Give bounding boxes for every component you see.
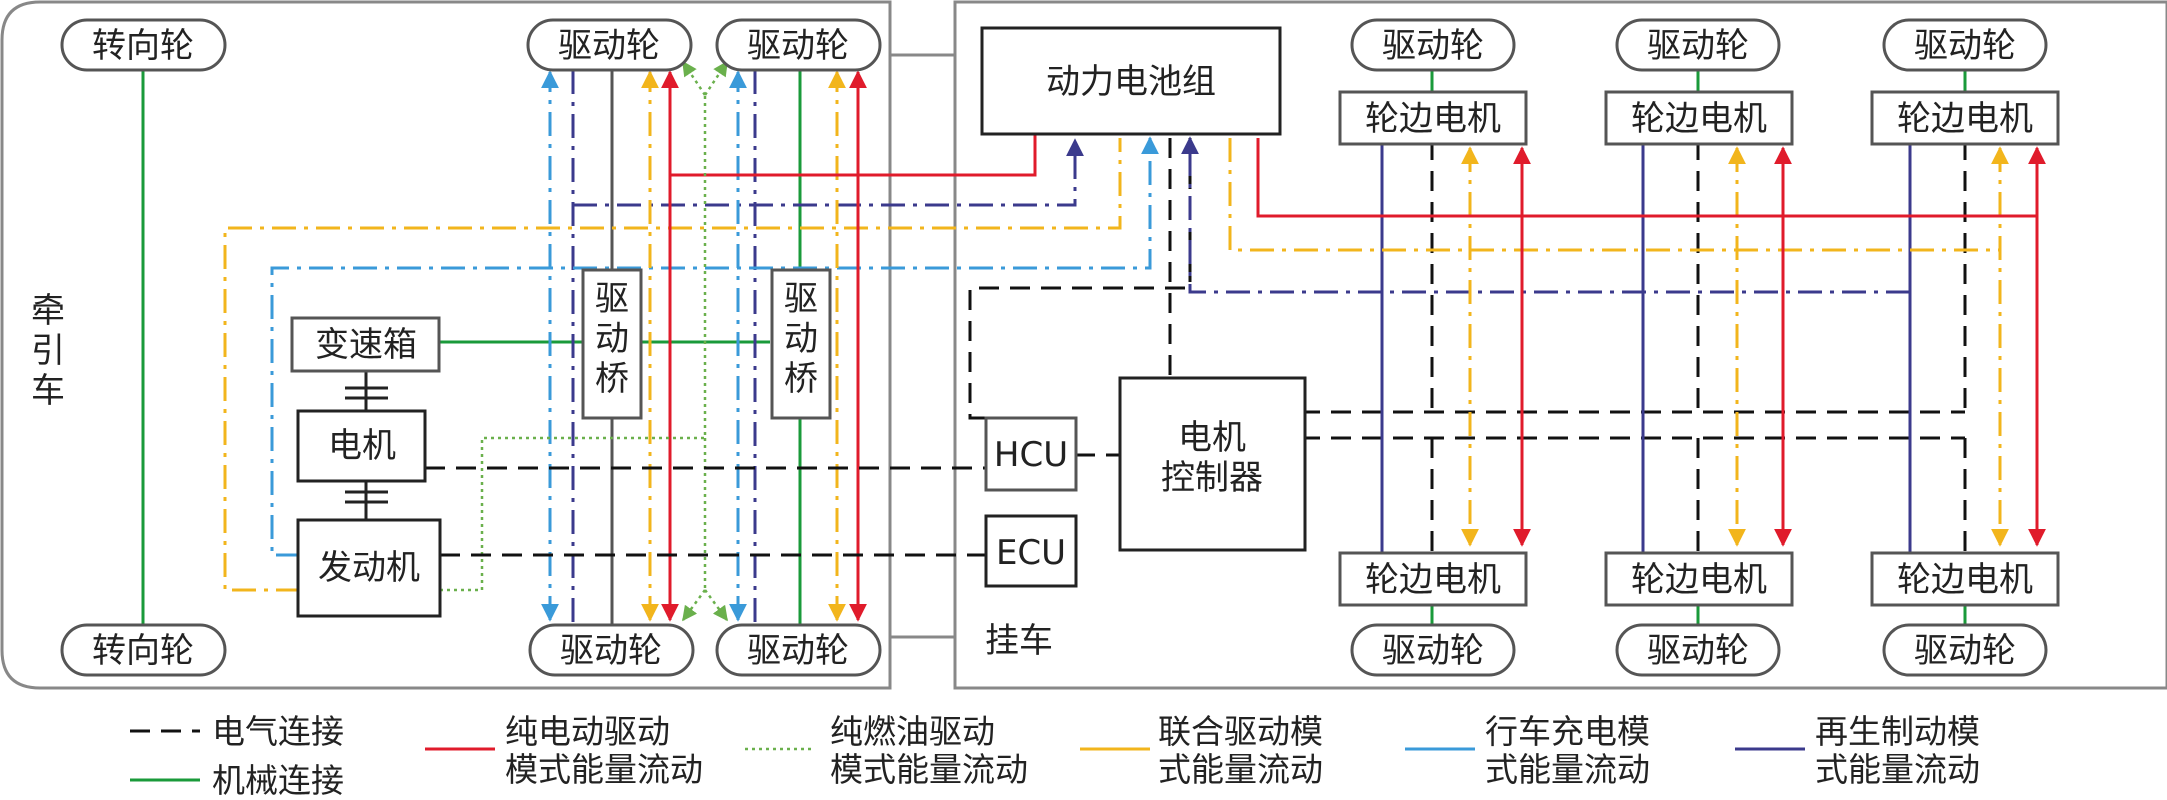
hub-motor-label: 轮边电机	[1365, 99, 1501, 139]
trailer-outline	[953, 0, 2167, 690]
hub-motor-label: 轮边电机	[1365, 560, 1501, 600]
combined-flow-trailer	[1228, 138, 2000, 252]
motor-controller-label: 电机控制器	[1161, 418, 1263, 498]
regen-flow-to-battery	[573, 138, 1084, 207]
drive-wheel-t2-label: 驱动轮	[747, 26, 849, 66]
hub-motor-bottom-1: 轮边电机	[1338, 551, 1528, 607]
hub-motor-top-2: 轮边电机	[1604, 90, 1794, 146]
fuel-flow-arrow	[681, 589, 707, 622]
gearbox-motor-coupling	[345, 370, 388, 410]
combined-flow-engine-battery	[223, 138, 1122, 592]
drive-wheel-label: 驱动轮	[1382, 631, 1484, 671]
trailer-drive-wheel-top-3: 驱动轮	[1882, 18, 2048, 72]
legend-charging-label: 行车充电模式能量流动	[1485, 712, 1650, 789]
ecu-box	[984, 514, 1078, 588]
trailer-drive-wheel-top-2: 驱动轮	[1615, 18, 1781, 72]
tractor-outline	[0, 0, 892, 690]
hub-motor-label: 轮边电机	[1897, 560, 2033, 600]
hub-motor-bottom-2: 轮边电机	[1604, 551, 1794, 607]
tractor-label: 牵引车	[31, 291, 65, 411]
electric-flow-battery	[670, 135, 1037, 177]
hcu-label: HCU	[994, 435, 1068, 475]
legend: 电气连接 机械连接 纯电动驱动模式能量流动 纯燃油驱动模式能量流动 联合驱动模式…	[130, 712, 1980, 800]
drive-wheel-label: 驱动轮	[1914, 26, 2016, 66]
motor-engine-coupling	[345, 480, 388, 520]
trailer-drive-wheel-top-1: 驱动轮	[1350, 18, 1516, 72]
gearbox-label: 变速箱	[315, 325, 417, 365]
legend-pure-fuel-label: 纯燃油驱动模式能量流动	[830, 712, 1028, 789]
motor-controller-box	[1118, 376, 1307, 552]
battery-label: 动力电池组	[1046, 62, 1216, 102]
drive-wheel-b1-label: 驱动轮	[560, 631, 662, 671]
hub-motor-top-1: 轮边电机	[1338, 90, 1528, 146]
drive-axle-2-label: 驱动桥	[784, 279, 818, 399]
electric-flow-trailer	[1256, 138, 2037, 218]
drive-wheel-t1-label: 驱动轮	[558, 26, 660, 66]
battery-hcu-elec	[968, 138, 1192, 420]
trailer-drive-wheel-bottom-1: 驱动轮	[1350, 623, 1516, 677]
drive-wheel-label: 驱动轮	[1914, 631, 2016, 671]
drive-wheel-label: 驱动轮	[1382, 26, 1484, 66]
hub-motor-top-3: 轮边电机	[1870, 90, 2060, 146]
steer-wheel-top-label: 转向轮	[92, 26, 194, 66]
hcu-box	[984, 416, 1078, 492]
drive-wheel-b2	[715, 623, 882, 677]
drive-axle-1-label: 驱动桥	[595, 279, 629, 399]
gearbox-box	[290, 316, 441, 373]
steer-wheel-top	[60, 18, 227, 72]
legend-combined-label: 联合驱动模式能量流动	[1158, 712, 1323, 789]
ecu-label: ECU	[996, 533, 1066, 573]
legend-electric-label: 电气连接	[212, 712, 344, 751]
drive-wheel-b2-label: 驱动轮	[747, 631, 849, 671]
legend-regen-label: 再生制动模式能量流动	[1815, 712, 1980, 789]
engine-label: 发动机	[318, 548, 420, 588]
fuel-flow-arrow	[703, 589, 729, 622]
hub-motor-label: 轮边电机	[1631, 560, 1767, 600]
drive-wheel-t2	[715, 18, 882, 72]
drive-wheel-label: 驱动轮	[1647, 631, 1749, 671]
motor-label: 电机	[328, 426, 396, 466]
drive-axle-1	[581, 268, 643, 420]
engine-box	[296, 518, 442, 618]
trailer-label: 挂车	[985, 621, 1053, 661]
drive-axle-2	[770, 268, 832, 420]
battery-box	[980, 26, 1282, 136]
trailer-drive-wheel-bottom-2: 驱动轮	[1615, 623, 1781, 677]
steer-wheel-bottom-label: 转向轮	[92, 631, 194, 671]
charging-flow-engine-to-battery	[270, 136, 1159, 557]
drive-wheel-t1	[526, 18, 693, 72]
fuel-flow-arrow	[681, 60, 707, 96]
trailer-drive-wheel-bottom-3: 驱动轮	[1882, 623, 2048, 677]
steer-wheel-bottom	[60, 623, 227, 677]
hub-motor-label: 轮边电机	[1631, 99, 1767, 139]
drive-wheel-label: 驱动轮	[1647, 26, 1749, 66]
fuel-flow-arrow	[703, 60, 729, 96]
hub-motor-label: 轮边电机	[1897, 99, 2033, 139]
hub-motor-bottom-3: 轮边电机	[1870, 551, 2060, 607]
regen-flow-trailer	[1181, 136, 1910, 294]
legend-mechanical-label: 机械连接	[212, 761, 344, 800]
motor-box	[296, 409, 427, 483]
legend-pure-electric-label: 纯电动驱动模式能量流动	[505, 712, 703, 789]
drive-wheel-b1	[528, 623, 695, 677]
fuel-flow-engine	[440, 95, 707, 592]
